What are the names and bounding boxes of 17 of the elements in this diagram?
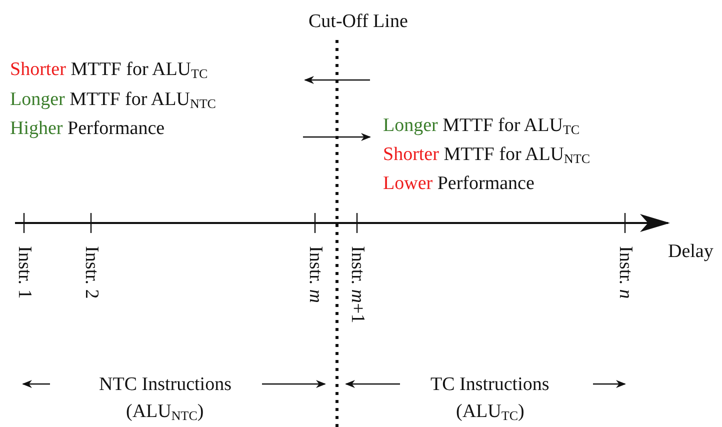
- effect-text: Longer MTTF for ALU$_{NTC}$: [10, 89, 216, 111]
- axis-label: Delay: [668, 241, 714, 263]
- tick-label: Instr. 1: [13, 246, 35, 299]
- range-label: TC Instructions: [430, 374, 550, 396]
- effect-text: Lower Performance: [383, 173, 534, 195]
- tick-label: Instr. n: [614, 246, 636, 299]
- line-label: Cut-Off Line: [308, 11, 408, 33]
- range-label: (ALU$_{TC}$): [456, 401, 524, 423]
- range-label: (ALU$_{NTC}$): [126, 401, 204, 423]
- range-label: NTC Instructions: [99, 374, 232, 396]
- effect-text: Shorter MTTF for ALU$_{NTC}$: [383, 144, 590, 166]
- effect-text: Longer MTTF for ALU$_{TC}$: [383, 115, 580, 137]
- tick-label: Instr. 2: [80, 246, 102, 299]
- effect-text: Shorter MTTF for ALU$_{TC}$: [10, 59, 208, 81]
- tick-label: Instr. m: [304, 246, 326, 304]
- effect-text: Higher Performance: [10, 118, 165, 140]
- tick-label: Instr. m+1: [346, 246, 368, 324]
